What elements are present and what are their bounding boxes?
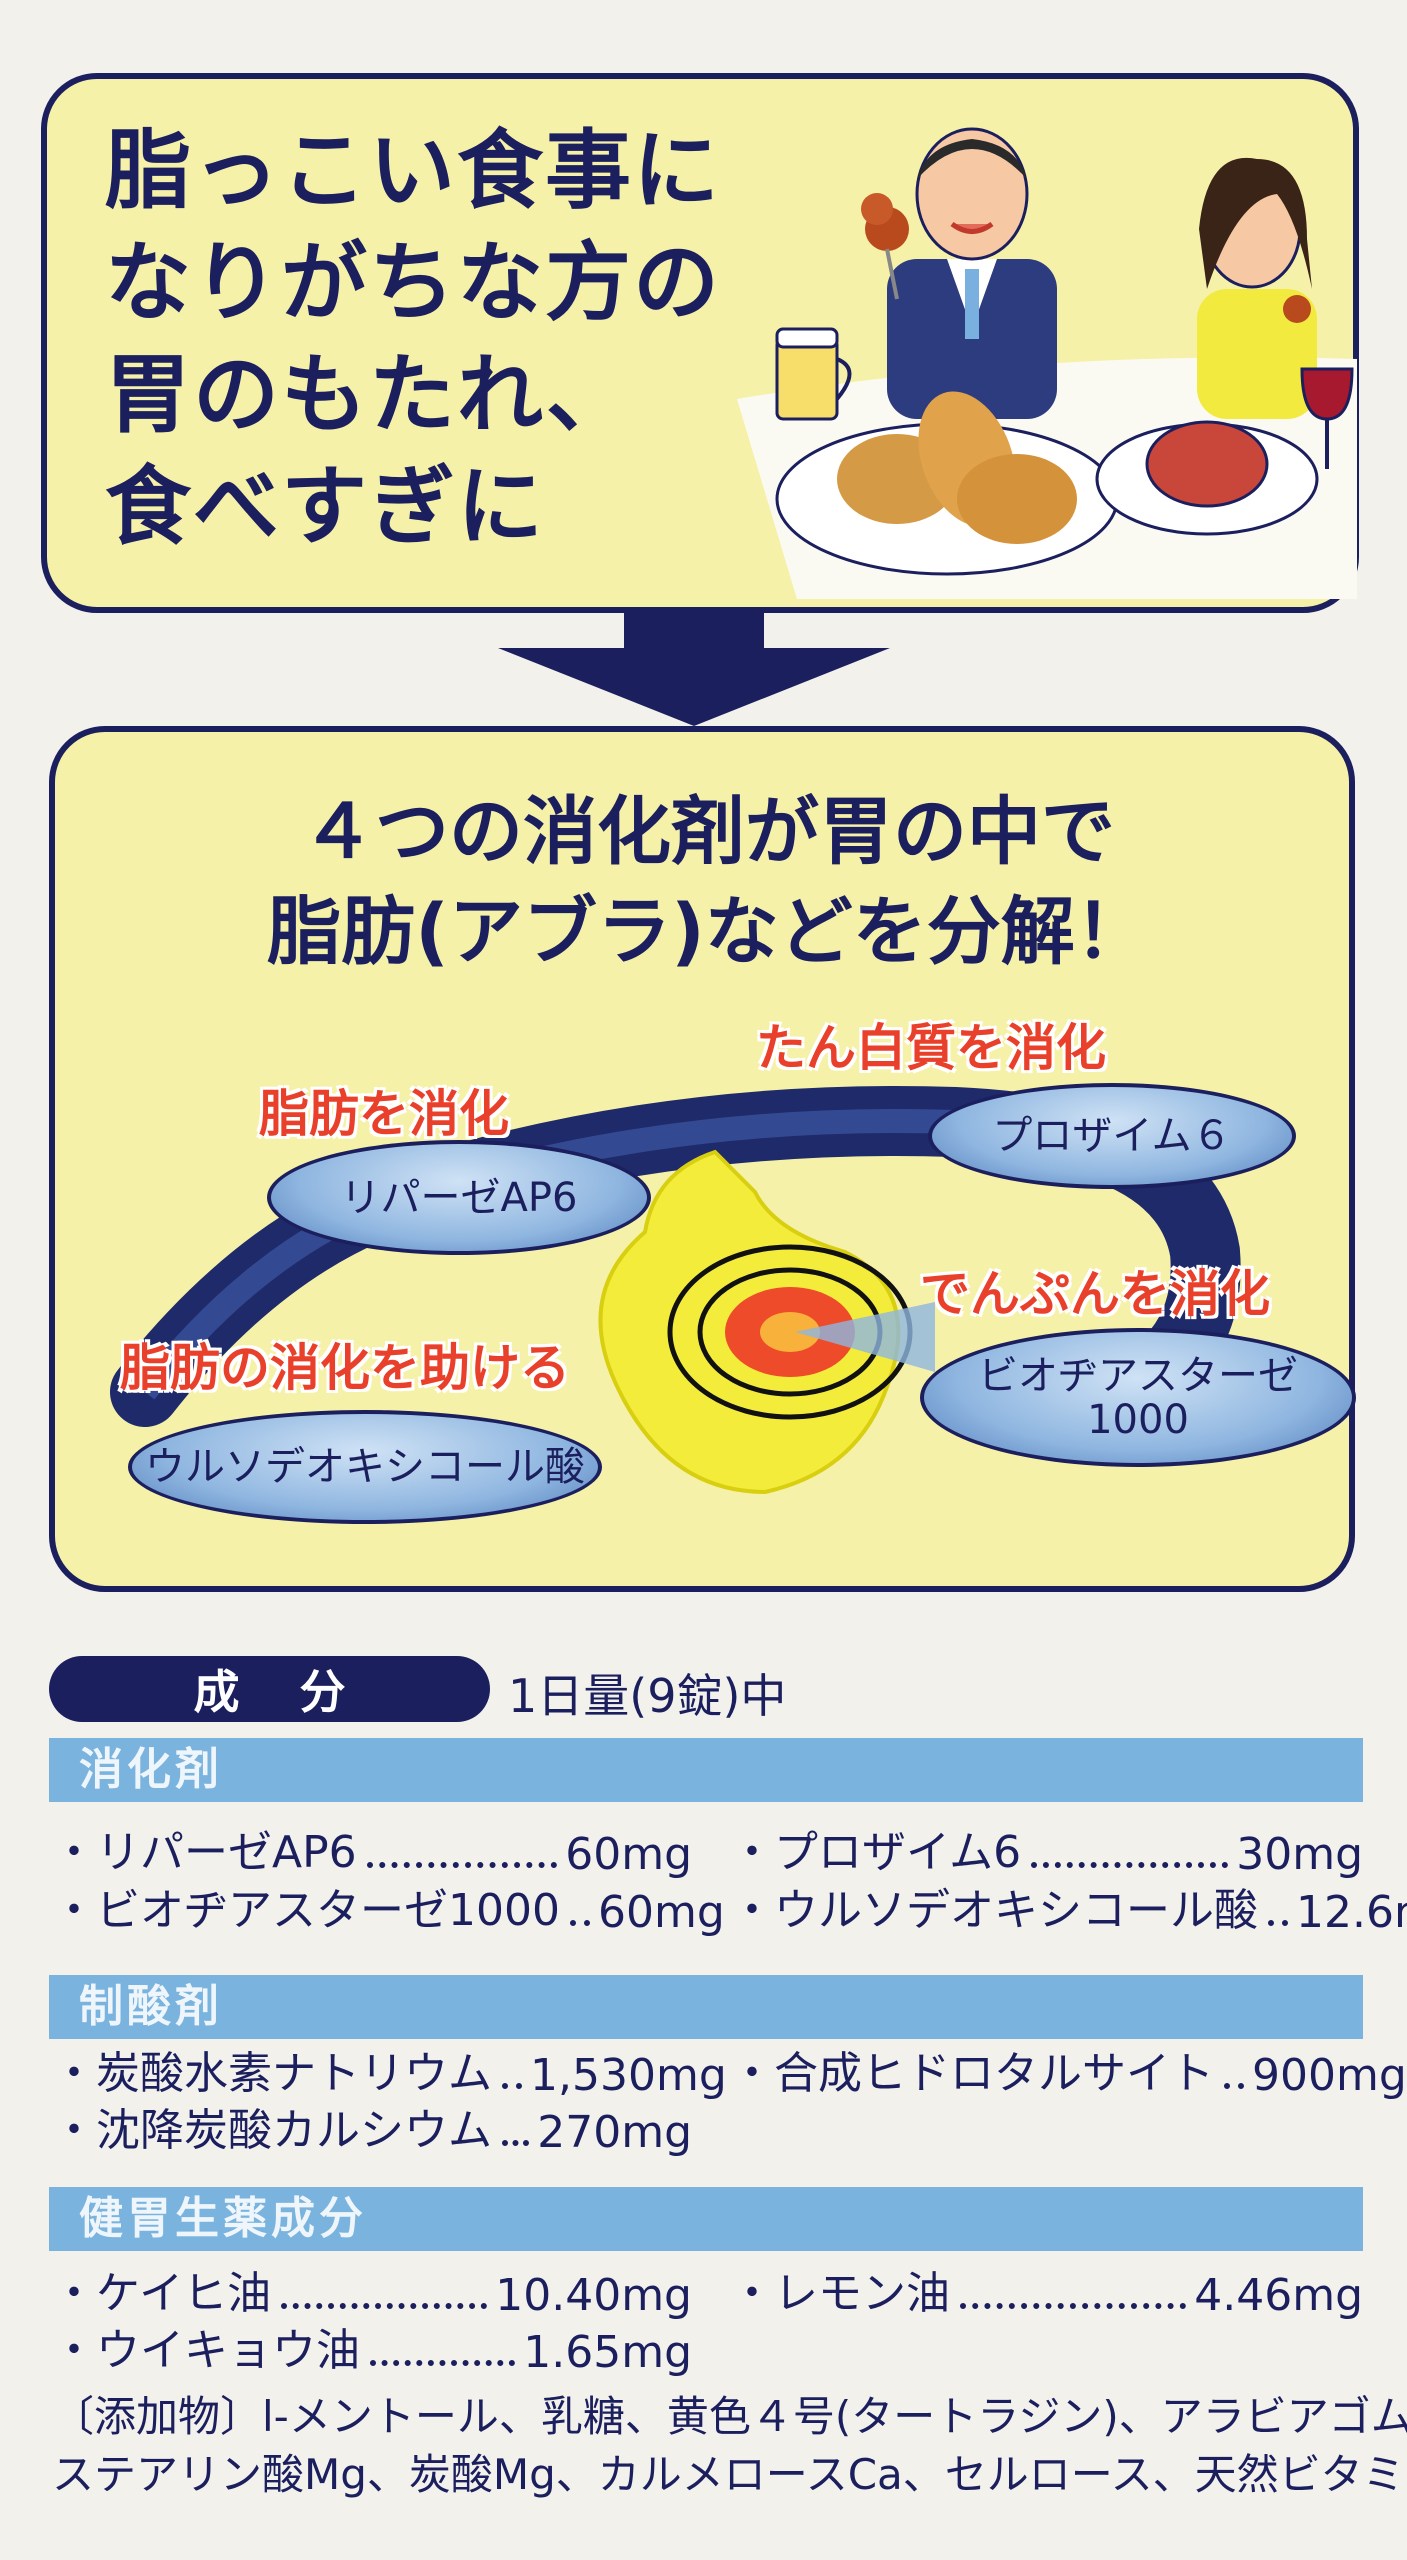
ingredient-row: ・ケイヒ油 10.40mg	[52, 2263, 692, 2321]
dot-leader	[1031, 1862, 1229, 1868]
headline-panel: 脂っこい食事に なりがちな方の 胃のもたれ、 食べすぎに	[41, 73, 1359, 613]
ingredient-row: ・プロザイム6 30mg	[730, 1822, 1363, 1880]
enzyme-name: リパーゼAP6	[340, 1174, 578, 1221]
ingredient-amount: 30mg	[1236, 1829, 1363, 1880]
mechanism-title-line: ４つの消化剤が胃の中で	[301, 789, 1115, 875]
ingredient-name: ・レモン油	[730, 2268, 950, 2319]
ingredient-name: ・ウルソデオキシコール酸	[730, 1885, 1258, 1936]
ingredient-amount: 270mg	[537, 2107, 692, 2158]
dot-leader	[960, 2303, 1187, 2309]
ingredient-amount: 60mg	[597, 1887, 725, 1938]
headline-line: 食べすぎに	[105, 457, 545, 557]
ingredient-name: ・リパーゼAP6	[52, 1827, 357, 1878]
enzyme-ursodeoxycholic-acid: ウルソデオキシコール酸	[128, 1410, 602, 1524]
section-stomachic-herbs: 健胃生薬成分	[49, 2187, 1363, 2251]
ingredient-row: ・炭酸水素ナトリウム 1,530mg	[52, 2043, 727, 2101]
headline-line: なりがちな方の	[105, 233, 721, 333]
ingredient-row: ・リパーゼAP6 60mg	[52, 1822, 692, 1880]
enzyme-biodiastase-1000: ビオヂアスターゼ 1000	[920, 1328, 1356, 1467]
ingredients-heading: 成分	[49, 1656, 490, 1722]
enzyme-lipase-ap6: リパーゼAP6	[267, 1140, 651, 1255]
ingredient-amount: 1.65mg	[523, 2327, 692, 2378]
enzyme-name: ウルソデオキシコール酸	[145, 1444, 585, 1490]
ingredient-amount: 1,530mg	[530, 2050, 727, 2101]
ingredient-name: ・プロザイム6	[730, 1827, 1022, 1878]
dot-leader	[569, 1920, 590, 1926]
ingredient-row: ・ウイキョウ油 1.65mg	[52, 2320, 692, 2378]
ingredient-amount: 10.40mg	[495, 2270, 692, 2321]
dot-leader	[281, 2303, 488, 2309]
ingredient-name: ・ケイヒ油	[52, 2268, 272, 2319]
dot-leader	[366, 1862, 558, 1868]
label-fat-digestion: 脂肪を消化	[259, 1085, 509, 1143]
ingredient-row: ・合成ヒドロタルサイト 900mg	[730, 2043, 1407, 2101]
headline-line: 胃のもたれ、	[105, 345, 634, 445]
ingredient-name: ・合成ヒドロタルサイト	[730, 2048, 1214, 2099]
additives-line: ステアリン酸Mg、炭酸Mg、カルメロースCa、セルロース、天然ビタミンE	[52, 2450, 1407, 2499]
dot-leader	[370, 2360, 516, 2366]
section-digestive-enzymes: 消化剤	[49, 1738, 1363, 1802]
enzyme-name: プロザイム６	[992, 1113, 1232, 1159]
headline-line: 脂っこい食事に	[105, 121, 721, 221]
ingredient-amount: 12.6mg	[1296, 1887, 1407, 1938]
down-arrow-icon	[498, 612, 890, 726]
enzyme-name: 1000	[1087, 1396, 1189, 1443]
daily-dose-note: 1日量(9錠)中	[508, 1669, 787, 1723]
label-protein-digestion: たん白質を消化	[756, 1019, 1106, 1077]
ingredient-name: ・ウイキョウ油	[52, 2325, 360, 2376]
headline: 脂っこい食事に なりがちな方の 胃のもたれ、 食べすぎに	[105, 115, 721, 563]
additives-line: 〔添加物〕l-メントール、乳糖、黄色４号(タートラジン)、アラビアゴム、	[52, 2392, 1407, 2441]
dot-leader	[1268, 1920, 1288, 1926]
dot-leader	[502, 2083, 522, 2089]
enzyme-name: ビオヂアスターゼ	[978, 1352, 1298, 1399]
mechanism-panel: ４つの消化剤が胃の中で 脂肪(アブラ)などを分解！ たん白質を消化 プロザイム６…	[49, 726, 1356, 1592]
enzyme-prozyme6: プロザイム６	[928, 1083, 1296, 1189]
ingredient-name: ・炭酸水素ナトリウム	[52, 2048, 492, 2099]
dot-leader	[1224, 2083, 1244, 2089]
ingredient-row: ・ウルソデオキシコール酸 12.6mg	[730, 1880, 1407, 1938]
mechanism-title-line: 脂肪(アブラ)などを分解！	[267, 889, 1149, 975]
ingredient-amount: 60mg	[565, 1829, 692, 1880]
ingredient-amount: 4.46mg	[1194, 2270, 1363, 2321]
ingredient-row: ・沈降炭酸カルシウム 270mg	[52, 2100, 692, 2158]
label-starch-digestion: でんぷんを消化	[920, 1265, 1270, 1323]
section-antacids: 制酸剤	[49, 1975, 1363, 2039]
ingredient-row: ・レモン油 4.46mg	[730, 2263, 1363, 2321]
additives: 〔添加物〕l-メントール、乳糖、黄色４号(タートラジン)、アラビアゴム、 ステア…	[52, 2388, 1407, 2504]
ingredient-row: ・ビオヂアスターゼ1000 60mg	[52, 1880, 725, 1938]
ingredient-name: ・沈降炭酸カルシウム	[52, 2105, 492, 2156]
label-fat-digestion-aid: 脂肪の消化を助ける	[120, 1339, 570, 1397]
diners-illustration	[737, 127, 1357, 599]
ingredient-name: ・ビオヂアスターゼ1000	[52, 1885, 560, 1936]
dot-leader	[502, 2140, 530, 2146]
ingredient-amount: 900mg	[1252, 2050, 1407, 2101]
